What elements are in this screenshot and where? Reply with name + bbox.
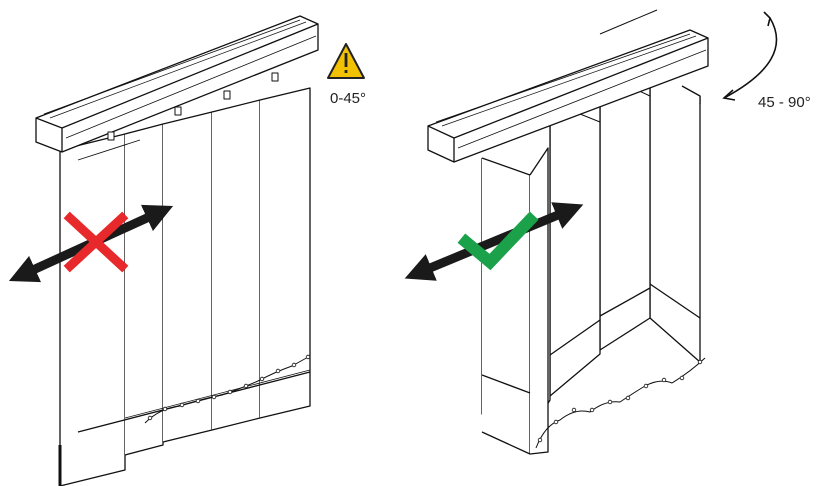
check-mark-icon bbox=[457, 211, 539, 271]
right-double-arrow-icon bbox=[404, 202, 584, 281]
warning-icon bbox=[327, 43, 365, 79]
angle-label-left: 0-45° bbox=[330, 90, 367, 107]
angle-label-right: 45 - 90° bbox=[758, 94, 811, 111]
left-blind bbox=[35, 15, 319, 486]
right-headrail bbox=[427, 29, 709, 163]
right-blind bbox=[427, 9, 709, 455]
cross-mark-icon bbox=[63, 211, 129, 273]
left-slats bbox=[58, 87, 311, 486]
left-headrail bbox=[35, 15, 319, 161]
rotation-arrow-icon bbox=[722, 11, 778, 101]
